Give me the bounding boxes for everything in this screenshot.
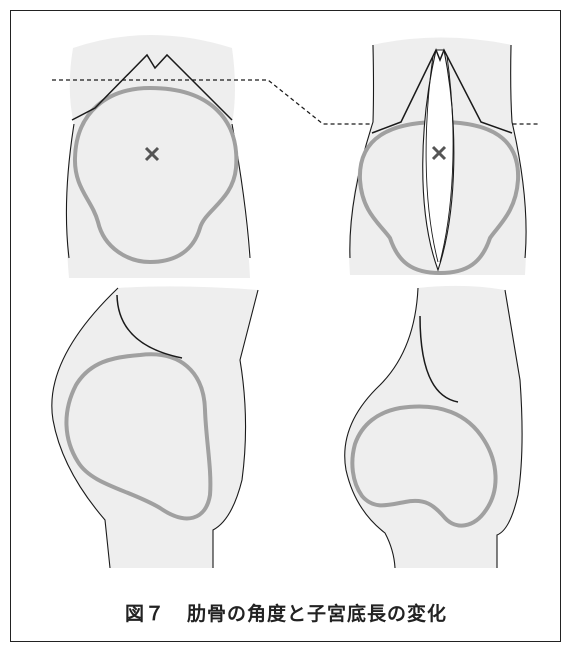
- figure-caption: 図７ 肋骨の角度と子宮底長の変化: [0, 599, 572, 626]
- side-view-left: [52, 286, 258, 568]
- torso-front-left: [66, 35, 250, 278]
- side-view-right: [345, 286, 522, 568]
- torso-side-right: [345, 286, 522, 568]
- front-view-right: [349, 38, 526, 276]
- front-view-left: [66, 35, 250, 278]
- figure-label: 図７: [125, 603, 165, 625]
- figure-title: 肋骨の角度と子宮底長の変化: [187, 603, 447, 625]
- torso-side-left: [52, 286, 258, 568]
